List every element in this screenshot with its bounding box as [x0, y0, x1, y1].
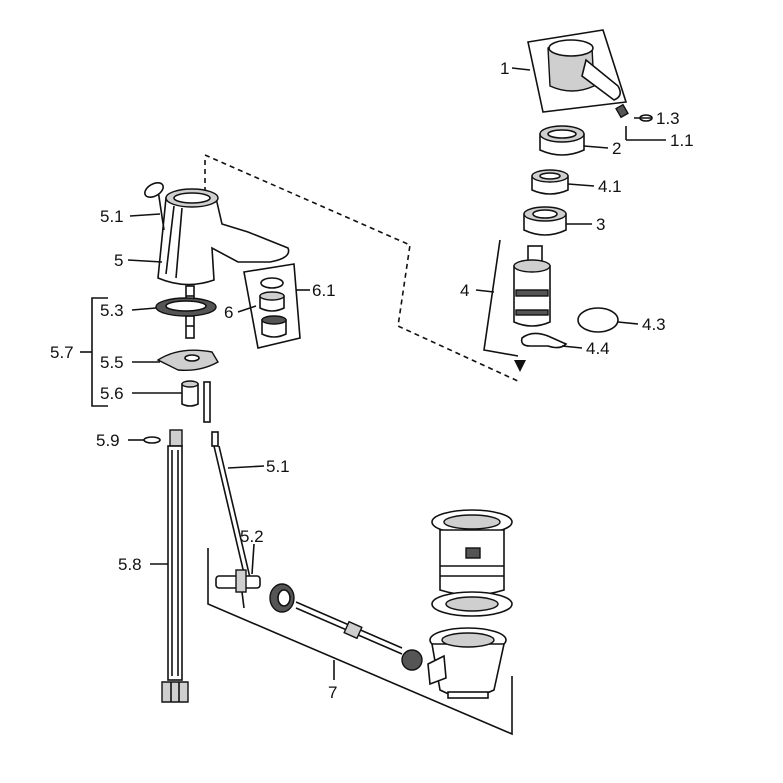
- label-part-4-1: 4.1: [598, 177, 622, 196]
- part-5-3-gasket: [155, 297, 217, 317]
- label-part-5: 5: [114, 251, 123, 270]
- dashed-arrow-head: [514, 360, 526, 372]
- label-part-5-7: 5.7: [50, 343, 74, 362]
- part-3-cartridge-nut: [523, 206, 567, 236]
- label-part-4-4: 4.4: [586, 339, 610, 358]
- part-5-9-seal: [143, 436, 161, 444]
- part-7-pivot-rod: [269, 583, 423, 671]
- bracket-5-7: [80, 297, 108, 407]
- part-6-aerator-set: [243, 263, 301, 349]
- label-part-5-1-knob: 5.1: [100, 207, 124, 226]
- part-4-3-o-ring: [577, 307, 619, 333]
- label-part-1-1: 1.1: [670, 131, 694, 150]
- part-4-4-clip: [520, 332, 568, 349]
- label-part-5-6: 5.6: [100, 384, 124, 403]
- part-5-1-lift-rod: [211, 431, 252, 583]
- part-7-waste-washer: [431, 591, 513, 617]
- dashed-assembly-line: [204, 154, 526, 383]
- label-part-4: 4: [460, 281, 469, 300]
- part-7-waste-bracket: [207, 548, 513, 736]
- label-part-6: 6: [224, 303, 233, 322]
- part-5-1-lift-rod-knob: [144, 181, 165, 231]
- label-part-2: 2: [612, 139, 621, 158]
- part-5-6-fixing-nut: [181, 380, 211, 423]
- part-5-tap-body: [157, 188, 290, 286]
- part-4-cartridge: [483, 239, 551, 357]
- label-part-5-8: 5.8: [118, 555, 142, 574]
- label-part-1-3: 1.3: [656, 109, 680, 128]
- label-part-3: 3: [596, 215, 605, 234]
- label-part-5-2: 5.2: [240, 527, 264, 546]
- part-5-5-horseshoe-washer: [156, 349, 219, 372]
- part-2-cover-cap: [539, 125, 585, 156]
- leader-lines: [127, 67, 666, 680]
- part-4-1-nut: [531, 169, 569, 195]
- label-part-4-3: 4.3: [642, 315, 666, 334]
- label-part-5-3: 5.3: [100, 301, 124, 320]
- label-part-5-1-rod: 5.1: [266, 457, 290, 476]
- part-labels: 1 1.3 1.1 2 4.1 3 4 4.3 4.4 5.1 5 6.1 6 …: [50, 59, 694, 702]
- part-7-waste-body: [427, 627, 507, 699]
- label-part-5-9: 5.9: [96, 431, 120, 450]
- label-part-1: 1: [500, 59, 509, 78]
- label-part-6-1: 6.1: [312, 281, 336, 300]
- label-part-5-5: 5.5: [100, 353, 124, 372]
- part-1-lever-handle: [527, 29, 628, 113]
- label-part-7: 7: [328, 683, 337, 702]
- part-5-2-rod-clamp: [215, 569, 261, 609]
- part-7-waste-plug: [431, 509, 513, 596]
- part-5-8-flex-hose: [161, 429, 189, 703]
